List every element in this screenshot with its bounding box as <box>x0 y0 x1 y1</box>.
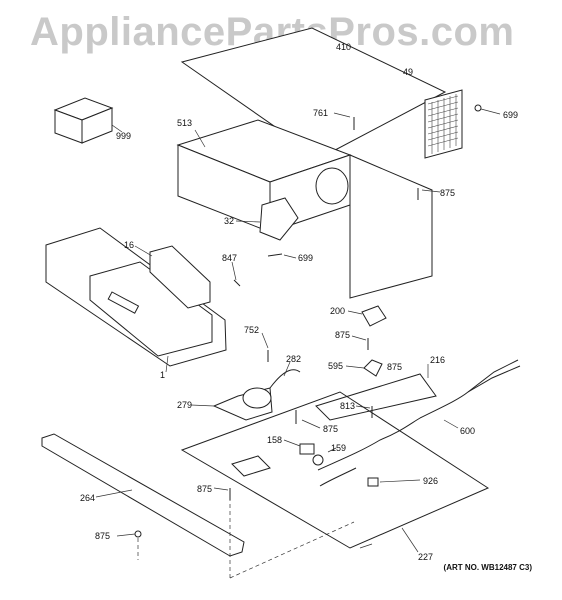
screw-875-right <box>417 188 441 200</box>
connector-926 <box>367 477 421 487</box>
part-label-926: 926 <box>423 476 439 486</box>
part-label-410: 410 <box>336 42 352 52</box>
screw-699-mid <box>267 253 297 259</box>
part-label-264: 264 <box>80 493 96 503</box>
part-label-875: 875 <box>387 362 403 372</box>
part-label-595: 595 <box>328 361 344 371</box>
part-label-49: 49 <box>403 67 414 77</box>
carton-999 <box>53 97 123 144</box>
part-label-16: 16 <box>124 240 135 250</box>
thermostat-158 <box>283 439 315 455</box>
screw-847 <box>231 261 241 287</box>
part-label-752: 752 <box>244 325 260 335</box>
screw-875-d <box>295 410 321 429</box>
part-label-32: 32 <box>224 216 235 226</box>
power-cord-600 <box>419 359 521 429</box>
wire-harness <box>317 417 421 487</box>
part-label-875: 875 <box>335 330 351 340</box>
screw-699-top <box>474 104 501 115</box>
cover-216 <box>315 364 437 421</box>
control-housing-box <box>176 119 433 299</box>
part-label-699: 699 <box>503 110 519 120</box>
part-label-159: 159 <box>331 443 347 453</box>
thermostat-159 <box>312 447 337 466</box>
part-label-216: 216 <box>430 355 446 365</box>
air-duct-279 <box>190 387 273 421</box>
part-label-875: 875 <box>197 484 213 494</box>
part-label-761: 761 <box>313 108 329 118</box>
support-rail-264 <box>41 433 245 557</box>
art-number: (ART NO. WB12487 C3) <box>443 563 532 572</box>
part-label-875: 875 <box>323 424 339 434</box>
part-label-227: 227 <box>418 552 434 562</box>
clamp-595 <box>345 359 383 377</box>
part-label-279: 279 <box>177 400 193 410</box>
part-label-200: 200 <box>330 306 346 316</box>
screw-875-f <box>116 530 142 538</box>
part-label-813: 813 <box>340 401 356 411</box>
duct-tube-282 <box>269 361 301 389</box>
bottom-panel-227 <box>180 391 490 553</box>
part-label-875: 875 <box>440 188 456 198</box>
relay-assembly-32 <box>235 197 299 241</box>
screw-761 <box>333 112 355 130</box>
part-label-1: 1 <box>160 370 166 380</box>
screw-752 <box>261 332 269 362</box>
part-label-875: 875 <box>95 531 111 541</box>
part-label-699: 699 <box>298 253 314 263</box>
vent-grille <box>424 89 463 159</box>
part-label-158: 158 <box>267 435 283 445</box>
part-label-513: 513 <box>177 118 193 128</box>
screw-875-e <box>213 487 231 500</box>
screw-875-b <box>351 335 369 350</box>
control-board-16 <box>134 245 211 309</box>
control-panel-1 <box>45 227 227 373</box>
bracket-200 <box>347 305 387 327</box>
part-label-282: 282 <box>286 354 302 364</box>
part-label-999: 999 <box>116 131 132 141</box>
part-label-600: 600 <box>460 426 476 436</box>
part-label-847: 847 <box>222 253 238 263</box>
guide-line-b <box>229 521 355 579</box>
